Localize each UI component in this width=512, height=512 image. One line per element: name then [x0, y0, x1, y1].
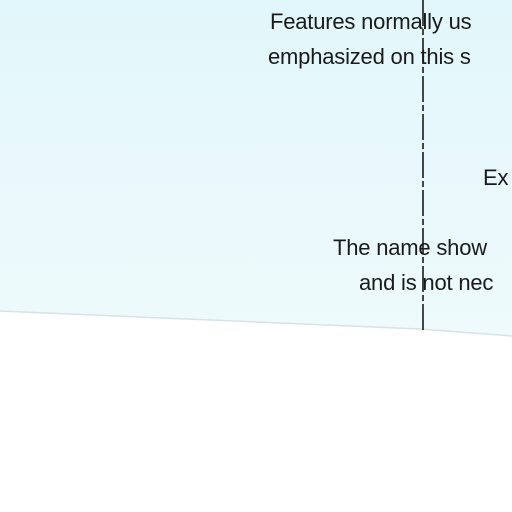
annotation-name-line2: and is not nec — [359, 270, 494, 295]
annotation-name-line1: The name show — [333, 235, 487, 260]
boundary-line — [0, 310, 512, 337]
annotation-features-line1: Features normally us — [270, 9, 472, 34]
annotation-features-line2: emphasized on this s — [268, 44, 471, 69]
annotation-ex: Ex — [483, 165, 509, 190]
water-area — [0, 0, 512, 336]
